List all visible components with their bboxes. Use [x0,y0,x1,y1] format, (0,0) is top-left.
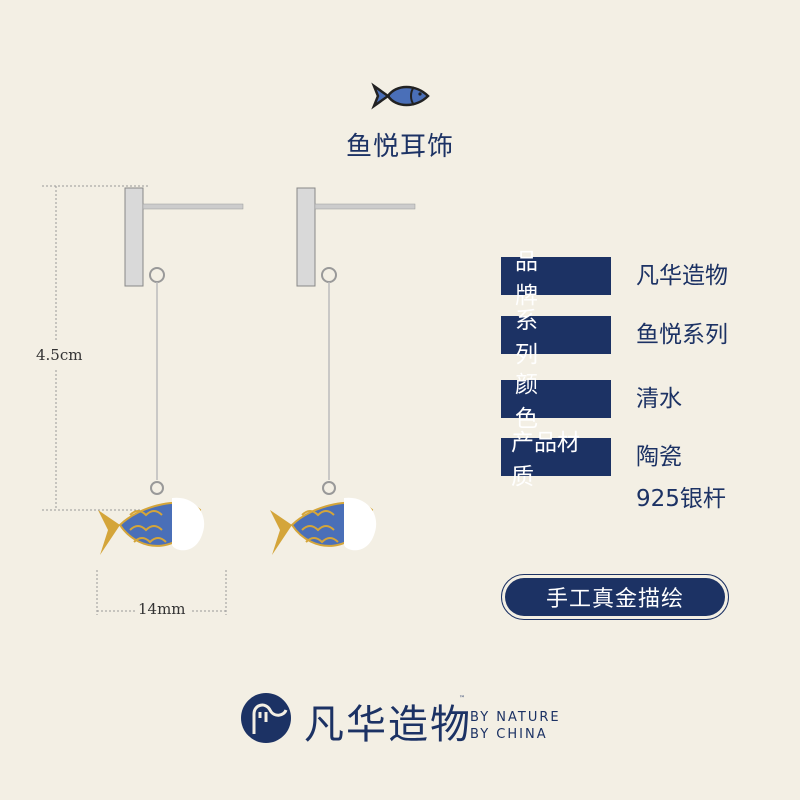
spec-label-material: 产品材质 [501,430,611,490]
label-text: 产品材质 [511,430,580,490]
spec-value-color: 清水 [636,386,682,412]
brand-tagline: BY NATURE BY CHINA [470,709,561,743]
length-label: 4.5cm [36,346,83,364]
width-label: 14mm [138,600,186,618]
spec-value-material-2: 925银杆 [636,486,726,512]
brand-name: 凡华造物 [304,702,472,748]
earrings-image [97,187,416,556]
label-text: 品牌 [515,249,578,309]
badge-text: 手工真金描绘 [505,578,725,616]
spec-value-brand: 凡华造物 [636,263,728,289]
tagline-line-1: BY NATURE [470,710,561,725]
product-title: 鱼悦耳饰 [345,132,454,162]
trademark: ™ [459,695,465,702]
spec-value-series: 鱼悦系列 [636,322,728,348]
spec-label-brand: 品牌 [501,249,611,309]
tagline-line-2: BY CHINA [470,727,548,742]
spec-label-color: 颜色 [501,372,611,432]
label-text: 颜色 [515,372,578,432]
label-text: 系列 [515,308,578,368]
spec-label-series: 系列 [501,308,611,368]
fish-icon [371,82,430,110]
spec-value-material: 陶瓷 [636,444,682,470]
handmade-gold-badge: 手工真金描绘 [501,574,729,620]
brand-logo-icon [241,693,291,743]
dimension-guides [42,185,227,615]
